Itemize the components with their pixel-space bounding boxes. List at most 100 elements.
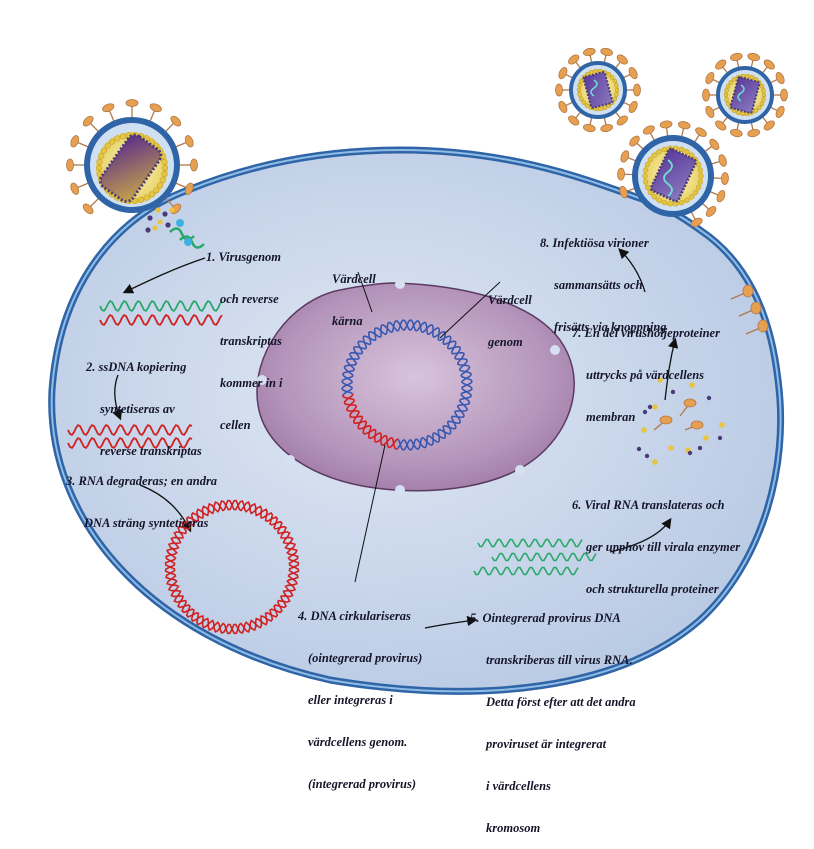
protein-dot <box>706 395 712 401</box>
matrix-bead <box>119 133 126 140</box>
dna-strand <box>67 436 193 450</box>
spike-head <box>184 182 194 195</box>
spike-head <box>705 206 717 217</box>
label-host-genome: Värdcell genom <box>488 265 532 363</box>
spike-head <box>568 54 580 65</box>
label-line: kromosom <box>486 821 541 835</box>
matrix-bead <box>698 173 704 179</box>
membrane-protein-head <box>742 284 754 298</box>
matrix-bead <box>606 72 611 77</box>
released-virions <box>555 47 788 227</box>
spike-head <box>628 100 638 113</box>
label-line: 1. Virusgenom <box>206 250 282 264</box>
matrix-bead <box>161 164 168 171</box>
spike-head <box>702 88 710 102</box>
label-line: 2. ssDNA kopiering <box>86 360 187 374</box>
label-line: 5. Ointegrerad provirus DNA <box>470 611 621 625</box>
spike-head <box>617 167 625 181</box>
spilled-bead <box>157 219 163 225</box>
label-line: (integrerad provirus) <box>308 777 416 791</box>
protein-dot <box>647 404 653 410</box>
envelope-protein-head <box>690 420 704 430</box>
matrix-bead <box>651 152 657 158</box>
label-line: 4. DNA cirkulariseras <box>298 609 411 623</box>
step-7-label: 7. En del virushöljeproteiner uttrycks p… <box>572 298 720 438</box>
membrane-protein-head <box>750 301 762 315</box>
spike-head <box>721 172 729 185</box>
label-line: frisätts via knoppning <box>554 320 667 334</box>
helix-strand <box>343 393 398 450</box>
matrix-bead <box>100 147 107 154</box>
spike-head <box>709 138 720 151</box>
matrix-bead <box>749 75 754 80</box>
matrix-bead <box>757 105 762 110</box>
nucleus-leader-line <box>357 271 373 313</box>
spike-head <box>747 128 760 138</box>
label-line: Värdcell <box>488 293 532 307</box>
matrix-bead <box>153 187 160 194</box>
spike-head <box>583 47 596 57</box>
spike-head <box>705 72 715 85</box>
matrix-bead <box>104 142 111 149</box>
protein-dot <box>657 377 663 383</box>
protein-dot <box>641 427 647 433</box>
spike-head <box>747 52 760 62</box>
matrix-bead <box>95 164 102 171</box>
helix-strand <box>164 499 300 635</box>
matrix-bead <box>578 96 584 102</box>
spike-head <box>149 103 162 113</box>
matrix-bead <box>759 83 765 89</box>
label-line: och strukturella proteiner <box>586 582 719 596</box>
step-8-label: 8. Infektiösa virioner sammansätts och f… <box>540 208 667 348</box>
label-line: kommer in i <box>220 376 283 390</box>
matrix-bead <box>753 108 758 113</box>
label-line: och reverse <box>220 292 279 306</box>
matrix-bead <box>693 189 699 196</box>
spike-head <box>695 127 707 137</box>
matrix-bead <box>736 110 741 115</box>
matrix-bead <box>614 92 619 97</box>
spilled-bead <box>162 211 168 217</box>
label-line: genom <box>488 335 523 349</box>
matrix-bead <box>697 167 703 173</box>
spike-head <box>628 67 638 80</box>
spike-head <box>780 88 788 102</box>
virion-rna <box>663 159 673 197</box>
matrix-bead <box>644 184 651 190</box>
viral-proteins-cluster <box>636 377 725 465</box>
matrix-bead <box>96 158 103 165</box>
spike-head <box>70 182 80 195</box>
matrix-bead <box>138 196 145 203</box>
spike-head <box>633 83 641 97</box>
viral-rna-transcripts <box>473 538 597 576</box>
protein-dot <box>689 382 695 388</box>
matrix-bead <box>577 92 582 97</box>
matrix-bead <box>585 103 590 108</box>
matrix-bead <box>576 87 582 93</box>
step-4-label: 4. DNA cirkulariseras (ointegrerad provi… <box>298 581 422 805</box>
label-line: 3. RNA degraderas; en andra <box>66 474 218 488</box>
step-5-label: 5. Ointegrerad provirus DNA transkribera… <box>470 583 636 849</box>
envelope-protein-head <box>683 398 697 408</box>
protein-dot <box>642 409 648 415</box>
matrix-bead <box>684 149 690 155</box>
spike-head <box>616 54 628 65</box>
matrix-bead <box>114 135 121 142</box>
step-3-label: 3. RNA degraderas; en andra DNA sträng s… <box>66 446 217 544</box>
protein-dot <box>719 422 725 428</box>
spike-head <box>184 135 194 148</box>
helix-strand <box>341 319 441 396</box>
matrix-bead <box>643 167 649 173</box>
spike-head <box>705 105 715 118</box>
label-line: transkriberas till virus RNA. <box>486 653 633 667</box>
matrix-bead <box>697 179 703 185</box>
virion-capsid <box>729 76 761 114</box>
matrix-bead <box>644 162 651 168</box>
spike-head <box>82 203 94 215</box>
matrix-bead <box>740 111 745 117</box>
matrix-bead <box>695 162 702 168</box>
rna-strand <box>491 552 597 562</box>
spike-head <box>600 123 613 133</box>
protein-dot <box>697 445 703 451</box>
label-line: transkriptas <box>220 334 282 348</box>
